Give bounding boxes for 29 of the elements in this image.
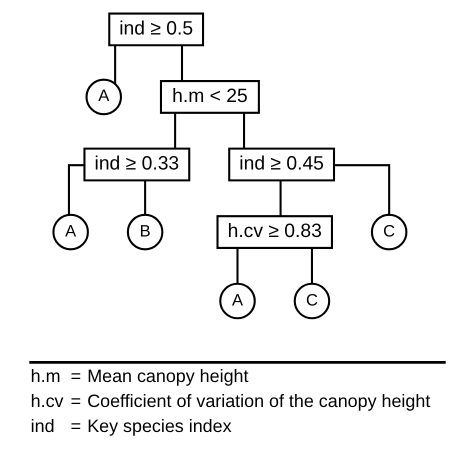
label: Coefficient of variation of the canopy height [86, 391, 430, 412]
label: ind [30, 416, 54, 436]
connector [144, 180, 146, 215]
node-box: ind ≥ 0.45 [228, 148, 335, 182]
node-box: ind ≥ 0.33 [82, 148, 190, 182]
node-box: h.m < 25 [159, 80, 260, 114]
label: h.m [30, 366, 60, 386]
connector [174, 112, 176, 149]
node-circle: A [52, 214, 88, 250]
node-circle: A [85, 78, 122, 116]
node-circle: B [126, 214, 163, 250]
connector [334, 164, 390, 214]
node-box: h.cv ≥ 0.83 [216, 215, 332, 249]
node-box: ind ≥ 0.5 [108, 12, 204, 46]
label: = [70, 366, 81, 386]
node-circle: C [370, 214, 407, 250]
label: Key species index [86, 416, 232, 436]
label: = [70, 416, 81, 436]
connector [114, 45, 116, 84]
label: h.cv [30, 391, 64, 412]
label: = [70, 391, 81, 412]
node-circle: C [293, 282, 330, 320]
connector [236, 248, 238, 284]
connector [279, 180, 282, 216]
label: Mean canopy height [86, 366, 248, 386]
node-circle: A [218, 282, 256, 320]
connector [310, 248, 312, 284]
connector [242, 112, 245, 149]
connector [180, 45, 183, 82]
